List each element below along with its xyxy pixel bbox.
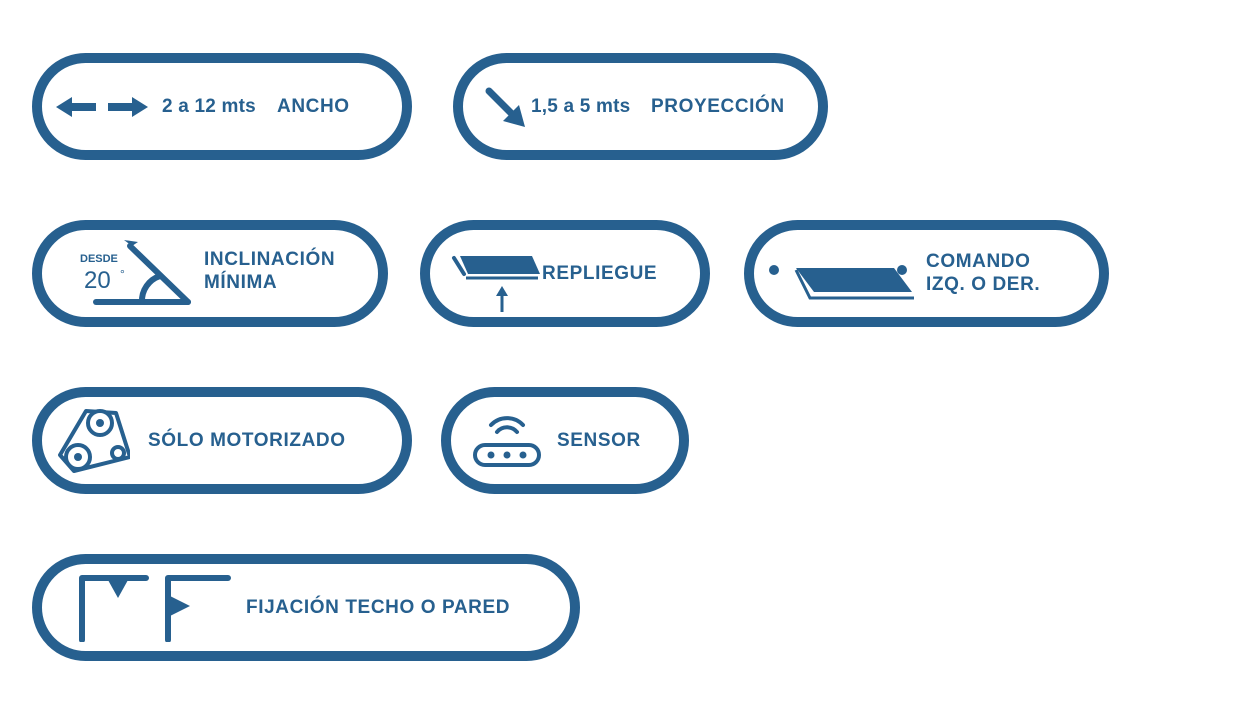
svg-text:°: ° xyxy=(120,267,125,281)
ceiling-wall-mount-icon xyxy=(79,575,231,642)
svg-text:20: 20 xyxy=(84,267,111,294)
width-feature-pill: 2 a 12 mts ANCHO xyxy=(32,53,412,160)
angle-icon: DESDE 20 ° xyxy=(80,240,191,305)
sensor-feature-pill: SENSOR xyxy=(441,387,689,494)
command-label: COMANDO IZQ. O DER. xyxy=(926,251,1041,295)
motor-label: SÓLO MOTORIZADO xyxy=(148,430,346,451)
svg-text:DESDE: DESDE xyxy=(80,253,118,265)
sensor-label: SENSOR xyxy=(557,430,641,451)
diagonal-arrow-icon xyxy=(485,87,525,127)
motor-feature-pill: SÓLO MOTORIZADO xyxy=(32,387,412,494)
motor-belt-icon xyxy=(58,409,130,473)
projection-label: PROYECCIÓN xyxy=(651,96,785,117)
wireless-sensor-icon xyxy=(473,416,541,467)
width-value: 2 a 12 mts xyxy=(162,96,256,117)
fold-feature-pill: REPLIEGUE xyxy=(420,220,710,327)
awning-command-icon xyxy=(769,265,914,300)
command-feature-pill: COMANDO IZQ. O DER. xyxy=(744,220,1109,327)
double-arrow-icon xyxy=(56,97,148,117)
width-label: ANCHO xyxy=(277,96,350,117)
mounting-label: FIJACIÓN TECHO O PARED xyxy=(246,597,511,618)
mounting-feature-pill: FIJACIÓN TECHO O PARED xyxy=(32,554,580,661)
inclination-feature-pill: DESDE 20 ° INCLINACIÓN MÍNIMA xyxy=(32,220,388,327)
projection-value: 1,5 a 5 mts xyxy=(531,96,631,117)
fold-label: REPLIEGUE xyxy=(542,263,658,284)
fold-up-icon xyxy=(452,256,540,312)
inclination-label: INCLINACIÓN MÍNIMA xyxy=(204,249,336,293)
projection-feature-pill: 1,5 a 5 mts PROYECCIÓN xyxy=(453,53,828,160)
